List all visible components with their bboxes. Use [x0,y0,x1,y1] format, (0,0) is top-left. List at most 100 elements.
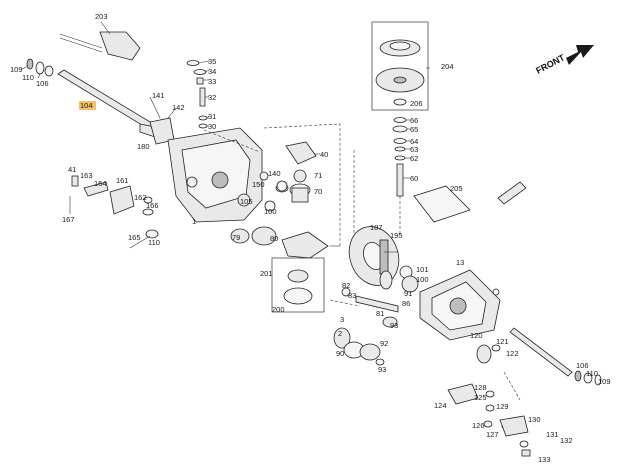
callout-92: 92 [380,339,388,348]
transmission-housing-right [419,269,501,341]
callout-109: 109 [10,65,23,74]
housing-small-parts [230,171,288,246]
callout-141: 141 [152,91,165,100]
grease-bag [413,185,471,223]
callout-167: 167 [62,215,75,224]
callout-101: 101 [416,265,429,274]
callout-133: 133 [538,455,551,464]
callout-33: 33 [208,77,216,86]
callout-165: 165 [128,233,141,242]
callout-122: 122 [506,349,519,358]
callout-180: 180 [137,142,150,151]
callout-100b: 100 [416,275,429,284]
callout-163: 163 [80,171,93,180]
callout-35: 35 [208,57,216,66]
callout-150: 150 [252,180,265,189]
callout-205: 205 [450,184,463,193]
bevel-gear-assembly [275,141,317,203]
callout-200: 200 [272,305,285,314]
callout-104: 104 [80,101,93,110]
callout-125: 125 [474,393,487,402]
callout-120: 120 [470,331,483,340]
callout-110b: 110 [148,238,160,247]
axle-shaft-top [26,58,161,139]
callout-107: 107 [370,223,383,232]
callout-203: 203 [95,12,108,21]
callout-60: 60 [410,174,418,183]
brake-lever-group [69,175,159,239]
callout-204: 204 [441,62,454,71]
callout-2: 2 [338,329,342,338]
callout-127: 127 [486,430,499,439]
callout-105: 105 [240,197,253,206]
callout-90: 90 [336,349,344,358]
callout-201: 201 [260,269,273,278]
callout-30: 30 [208,122,216,131]
callout-131: 131 [546,430,559,439]
callout-195: 195 [390,231,403,240]
callout-63: 63 [410,145,418,154]
front-label: FRONT [534,52,567,76]
callout-labels: 203 109 110 106 104 35 34 33 32 141 142 … [10,12,611,464]
callout-206: 206 [410,99,423,108]
lever-group-lower [447,383,531,457]
callout-64: 64 [410,137,418,146]
callout-100: 100 [264,207,277,216]
callout-70: 70 [314,187,322,196]
callout-79: 79 [232,233,240,242]
callout-110: 110 [22,73,34,82]
callout-80: 80 [270,234,278,243]
brake-cover [59,31,141,61]
callout-140: 140 [268,169,281,178]
callout-109b: 109 [598,377,611,386]
callout-106: 106 [36,79,49,88]
input-shaft-stack [392,117,408,197]
callout-32: 32 [208,93,216,102]
callout-93: 93 [390,321,398,330]
callout-71: 71 [314,171,322,180]
pin-stack [186,60,208,129]
callout-161: 161 [116,176,129,185]
assembly-dashed-lines [203,123,521,401]
callout-13: 13 [456,258,464,267]
callout-3: 3 [340,315,344,324]
callout-91: 91 [404,289,412,298]
callout-41: 41 [68,165,76,174]
countershaft [341,287,399,328]
callout-126: 126 [472,421,485,430]
callout-162: 162 [134,193,147,202]
callout-65: 65 [410,125,418,134]
differential-assembly [271,231,329,313]
right-gears [379,265,419,293]
callout-124: 124 [434,401,447,410]
callout-132: 132 [560,436,573,445]
transmission-housing-left [167,127,263,223]
leader-lines [21,21,430,253]
callout-86: 86 [402,299,410,308]
callout-62: 62 [410,154,418,163]
callout-93b: 93 [378,365,386,374]
callout-82: 82 [342,281,350,290]
callout-1: 1 [192,217,196,226]
callout-142: 142 [172,103,185,112]
spur-gears [333,327,385,366]
pulley-fan-assembly [371,21,429,111]
callout-128: 128 [474,383,487,392]
callout-129: 129 [496,402,509,411]
callout-106b: 106 [576,361,589,370]
front-arrow-icon: FRONT [534,45,594,76]
axle-shaft-right [476,327,602,386]
highlight-box-104 [79,101,96,110]
callout-83: 83 [348,291,356,300]
callout-40: 40 [320,150,328,159]
sealant-tube [497,181,527,205]
callout-166: 166 [146,201,159,210]
callout-164: 164 [94,179,107,188]
callout-66: 66 [410,116,418,125]
callout-81: 81 [376,309,384,318]
callout-31: 31 [208,112,216,121]
callout-110c: 110 [586,369,598,378]
callout-121: 121 [496,337,509,346]
callout-130: 130 [528,415,541,424]
